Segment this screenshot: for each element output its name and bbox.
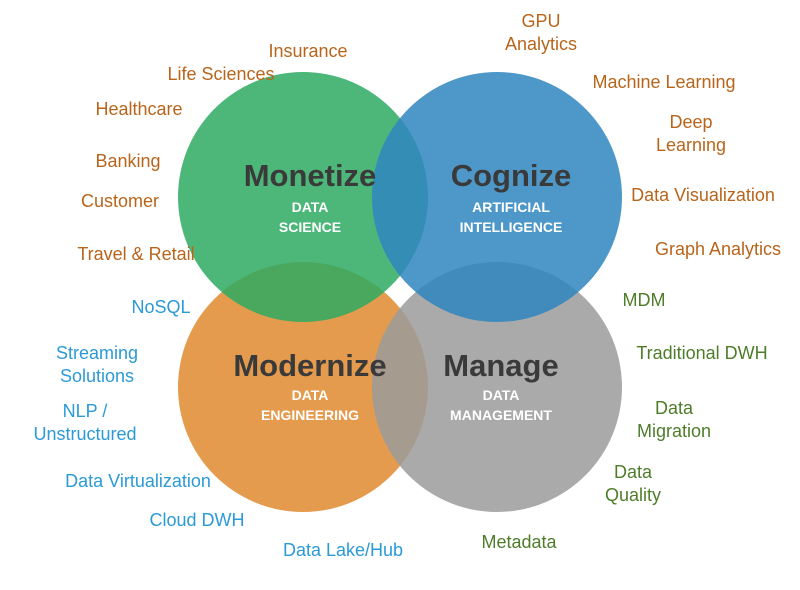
manage-subtitle-line1: DATA <box>482 387 520 403</box>
cognize-title: Cognize <box>450 158 572 193</box>
manage-title: Manage <box>443 348 559 383</box>
label-graph-analytics: Graph Analytics <box>654 239 782 259</box>
label-deep-learning-line1: Deep <box>669 112 713 132</box>
label-nlp-unstructured: NLP / Unstructured <box>33 400 136 446</box>
label-data-visualization: Data Visualization <box>631 185 775 205</box>
monetize-subtitle-line2: SCIENCE <box>278 219 342 235</box>
label-gpu-analytics-line2: Analytics <box>504 34 578 54</box>
monetize-subtitle-line1: DATA <box>291 199 329 215</box>
cognize-subtitle: ARTIFICIAL INTELLIGENCE <box>460 197 563 237</box>
monetize-circle <box>178 72 428 322</box>
label-nlp-unstructured-line1: NLP / <box>62 401 108 421</box>
cognize-circle <box>372 72 622 322</box>
label-data-virtualization: Data Virtualization <box>65 471 211 491</box>
label-banking: Banking <box>95 151 161 171</box>
cognize-subtitle-line2: INTELLIGENCE <box>459 219 563 235</box>
manage-circle <box>372 262 622 512</box>
label-cloud-dwh: Cloud DWH <box>149 510 245 530</box>
monetize-subtitle: DATA SCIENCE <box>279 197 341 237</box>
label-travel-retail: Travel & Retail <box>77 244 195 264</box>
manage-subtitle-line2: MANAGEMENT <box>450 407 552 423</box>
label-deep-learning-line2: Learning <box>655 135 727 155</box>
label-machine-learning: Machine Learning <box>592 72 736 92</box>
modernize-title: Modernize <box>233 348 387 383</box>
label-life-sciences: Life Sciences <box>167 64 275 84</box>
label-deep-learning: Deep Learning <box>656 111 726 157</box>
label-data-quality: Data Quality <box>605 461 661 507</box>
monetize-title: Monetize <box>243 158 377 193</box>
label-streaming-solutions-line1: Streaming <box>55 343 139 363</box>
label-mdm: MDM <box>622 290 666 310</box>
label-metadata: Metadata <box>481 532 557 552</box>
label-data-quality-line1: Data <box>613 462 653 482</box>
modernize-subtitle-line1: DATA <box>291 387 329 403</box>
label-customer: Customer <box>80 191 160 211</box>
label-nosql: NoSQL <box>131 297 191 317</box>
modernize-subtitle: DATA ENGINEERING <box>261 385 359 425</box>
cognize-subtitle-line1: ARTIFICIAL <box>472 199 550 215</box>
label-gpu-analytics-line1: GPU <box>521 11 561 31</box>
label-insurance: Insurance <box>268 41 348 61</box>
label-gpu-analytics: GPU Analytics <box>505 10 577 56</box>
label-nlp-unstructured-line2: Unstructured <box>33 424 137 444</box>
modernize-subtitle-line2: ENGINEERING <box>260 407 360 423</box>
label-data-migration-line1: Data <box>654 398 694 418</box>
label-data-lake-hub: Data Lake/Hub <box>282 540 404 560</box>
modernize-circle <box>178 262 428 512</box>
label-healthcare: Healthcare <box>95 99 183 119</box>
label-data-migration: Data Migration <box>637 397 711 443</box>
label-data-migration-line2: Migration <box>636 421 712 441</box>
label-streaming-solutions-line2: Solutions <box>59 366 135 386</box>
label-traditional-dwh: Traditional DWH <box>636 343 768 363</box>
manage-subtitle: DATA MANAGEMENT <box>450 385 552 425</box>
label-data-quality-line2: Quality <box>604 485 662 505</box>
label-streaming-solutions: Streaming Solutions <box>56 342 138 388</box>
